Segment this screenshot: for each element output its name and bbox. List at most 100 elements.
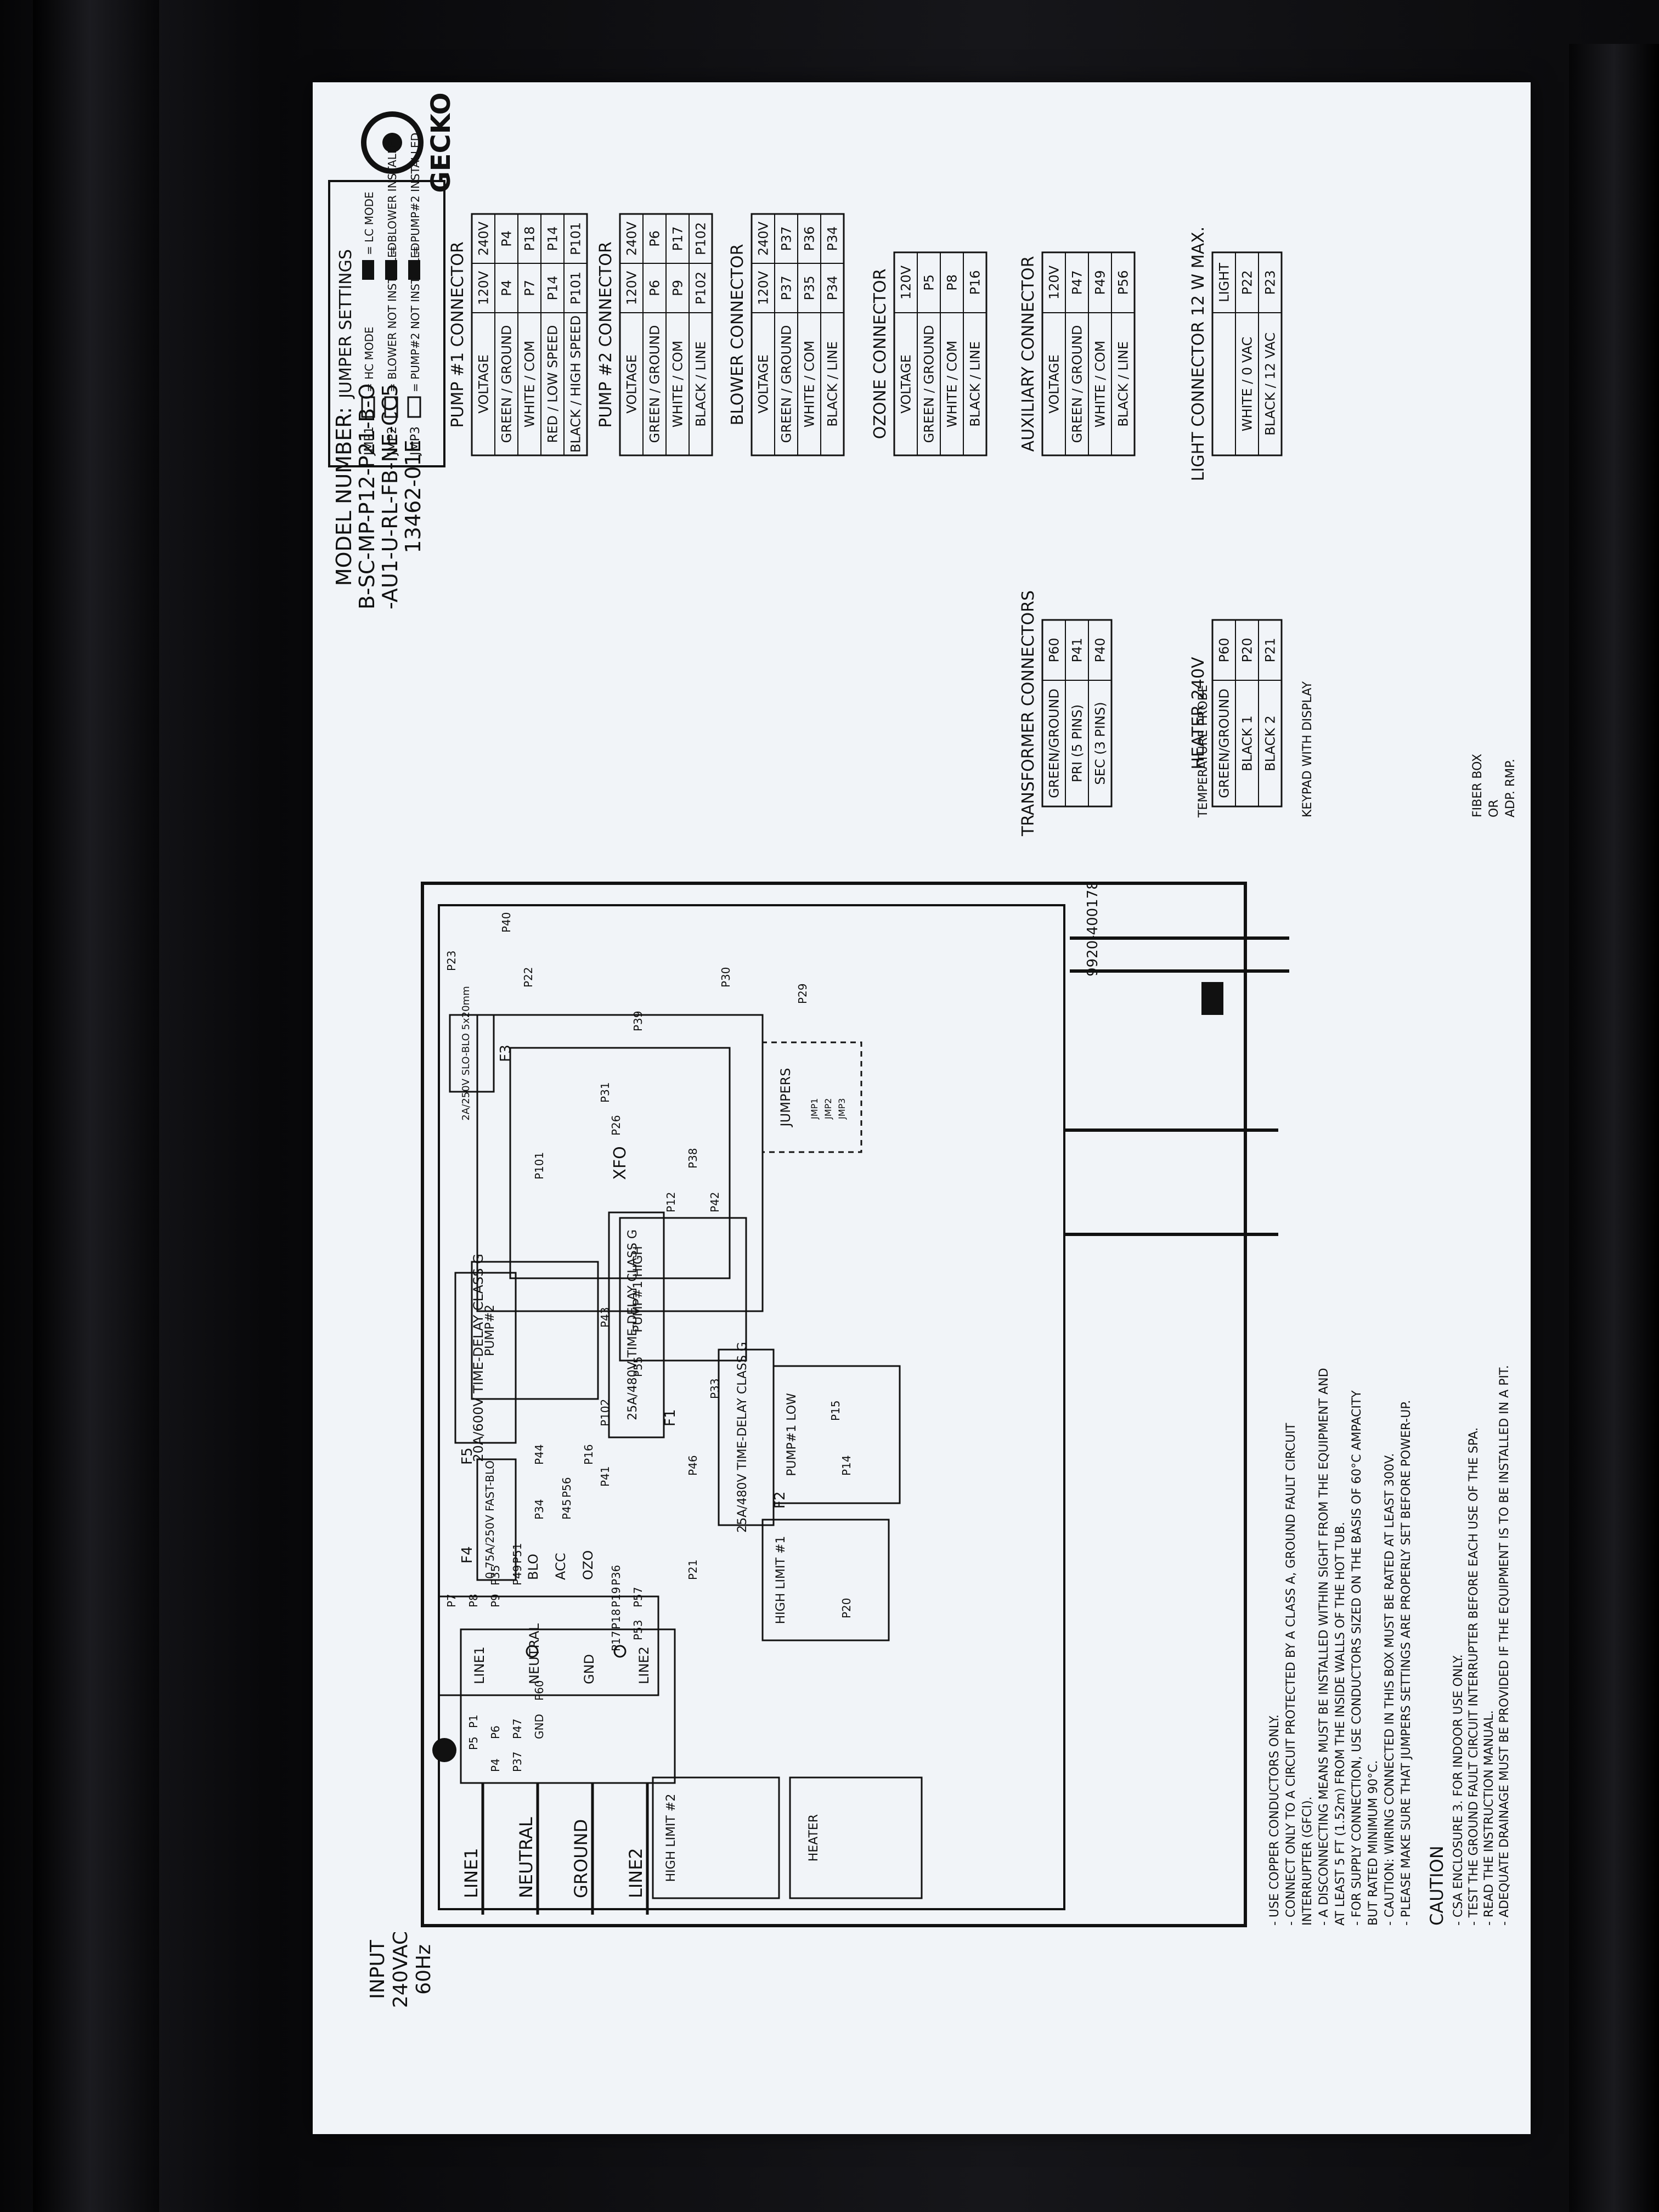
jumper-row-name: JMP1 (363, 426, 376, 456)
table-cell: P23 (1262, 270, 1278, 295)
table-cell: BLACK / HIGH SPEED (568, 315, 583, 453)
connector-p5: P5 (467, 1736, 480, 1750)
terminal-line2: LINE2 (636, 1646, 652, 1684)
table-cell: VOLTAGE (898, 354, 913, 414)
connector-p45: P45 (560, 1499, 573, 1520)
connector-p101: P101 (533, 1152, 546, 1180)
table-cell: BLACK / LINE (825, 341, 840, 427)
power-input: INPUT 240VAC 60Hz LINE1 NEUTRAL GROUND L… (366, 1783, 649, 2008)
fuse-f3-rating: 2A/250V SLO-BLO 5x20mm (460, 986, 472, 1120)
caution-line: - ADEQUATE DRAINAGE MUST BE PROVIDED IF … (1498, 1365, 1511, 1926)
connector-p26: P26 (610, 1115, 623, 1136)
table-cell: P102 (693, 272, 708, 304)
table-cell: 120V (1046, 265, 1062, 300)
jumper-icon (407, 396, 421, 418)
fiber-lead-1: FIBER BOX (1471, 754, 1485, 817)
heater-label: HEATER (807, 1814, 821, 1861)
table-cell: P8 (944, 274, 960, 291)
connector-p29: P29 (796, 983, 809, 1004)
fuse-f2-rating: 25A/480V TIME-DELAY CLASS G (736, 1342, 749, 1533)
connector-p57: P57 (631, 1587, 645, 1607)
jumper-row-left: = HC MODE (363, 326, 376, 392)
fuse-f4-rating: 0.75A/250V FAST-BLO (483, 1460, 496, 1579)
connector-p23: P23 (445, 950, 458, 971)
connector-p40: P40 (500, 912, 513, 933)
connector-p49: P49 (511, 1565, 524, 1585)
input-neutral: NEUTRAL (516, 1817, 537, 1898)
installation-notes: - USE COPPER CONDUCTORS ONLY.- CONNECT O… (1268, 1365, 1511, 1926)
connector-p47: P47 (511, 1718, 524, 1739)
wiring-diagram-svg: GECKO MODEL NUMBER: B-SC-MP-P12-P21-B-O … (328, 92, 1517, 2008)
pump1-low-label: PUMP#1 LOW (785, 1393, 799, 1476)
connector-p37: P37 (511, 1751, 524, 1772)
table-cell: P4 (499, 280, 514, 296)
circuit-board (438, 904, 1065, 1910)
jumper-icon (361, 396, 375, 418)
table-cell: BLACK / LINE (693, 341, 708, 427)
part-number: 9920-400178 (1085, 881, 1101, 977)
note-line: - CONNECT ONLY TO A CIRCUIT PROTECTED BY… (1284, 1423, 1298, 1926)
ozo-label: OZO (580, 1550, 596, 1580)
connector-p14: P14 (840, 1455, 853, 1476)
model-number: MODEL NUMBER: B-SC-MP-P12-P21-B-O -AU1-U… (332, 383, 425, 610)
fuse-f3: 2A/250V SLO-BLO 5x20mm F3 (449, 986, 514, 1121)
note-line: INTERRUPTER (GFCI). (1301, 1796, 1314, 1926)
wiring-label: GECKO MODEL NUMBER: B-SC-MP-P12-P21-B-O … (313, 82, 1531, 2134)
table-cell: P6 (647, 280, 662, 296)
connector-p31: P31 (599, 1082, 612, 1103)
connector-p38: P38 (686, 1148, 699, 1169)
fuse-f2: 25A/480V TIME-DELAY CLASS G F2 (718, 1342, 788, 1533)
connector-p51: P51 (511, 1543, 524, 1564)
jumper-icon (384, 396, 398, 418)
connector-p53: P53 (631, 1620, 645, 1640)
jumper-row-right: = PUMP#2 INSTALLED (409, 133, 422, 255)
table-cell: P49 (1092, 270, 1108, 295)
connector-p12: P12 (664, 1192, 678, 1212)
table-cell: P35 (802, 275, 817, 300)
table-cell: P101 (568, 222, 583, 255)
table-cell: BLACK 1 (1239, 715, 1255, 771)
connector-p4: P4 (489, 1758, 502, 1772)
blo-label: BLO (526, 1554, 541, 1580)
fuse-f5: 20A/600V TIME-DELAY CLASS G F5 (454, 1254, 517, 1465)
connector-p60: P60 (533, 1680, 546, 1701)
table-cell: GREEN/GROUND (1216, 689, 1232, 798)
table-cell: WHITE / COM (522, 341, 537, 427)
table-cell: WHITE / COM (670, 341, 685, 427)
table-cell: BLACK / LINE (1115, 341, 1131, 427)
xfo-label: XFO (611, 1146, 630, 1180)
table-cell: P22 (1239, 270, 1255, 295)
connector-p43: P43 (599, 1307, 612, 1328)
input-label: INPUT (366, 1939, 389, 1999)
transformer: XFO (476, 1014, 764, 1312)
table-cell: P37 (778, 275, 794, 300)
table-cell: WHITE / COM (944, 341, 960, 427)
table-cell: P36 (802, 226, 817, 251)
connector-p1: P1 (467, 1714, 480, 1728)
table-cell: P6 (647, 230, 662, 247)
note-line: - CAUTION: WIRING CONNECTED IN THIS BOX … (1383, 1453, 1397, 1926)
jumper-row-right: = BLOWER INSTALLED (386, 132, 399, 255)
caution-line: - READ THE INSTRUCTION MANUAL. (1482, 1710, 1496, 1926)
table-cell: GREEN/GROUND (1046, 689, 1062, 798)
temp-probe-lead: TEMPERATURE PROBE (1197, 685, 1210, 818)
table-cell: 120V (755, 270, 771, 305)
pump1-high-label: PUMP#1 HIGH (631, 1246, 645, 1333)
jumper-settings-title: JUMPER SETTINGS (336, 249, 356, 399)
connector-p17: P17 (610, 1630, 623, 1651)
connector-p35: P35 (489, 1565, 502, 1585)
caution-line: - CSA ENCLOSURE 3. FOR INDOOR USE ONLY. (1452, 1654, 1465, 1926)
table-title: HEATER 240V (1189, 657, 1208, 770)
connector-p46: P46 (686, 1455, 699, 1476)
table-cell: P21 (1262, 637, 1278, 662)
note-line: - FOR SUPPLY CONNECTION, USE CONDUCTORS … (1350, 1390, 1364, 1926)
table-title: PUMP #2 CONNECTOR (596, 241, 616, 427)
table-cell: 240V (755, 221, 771, 256)
table-cell: 120V (476, 270, 491, 305)
